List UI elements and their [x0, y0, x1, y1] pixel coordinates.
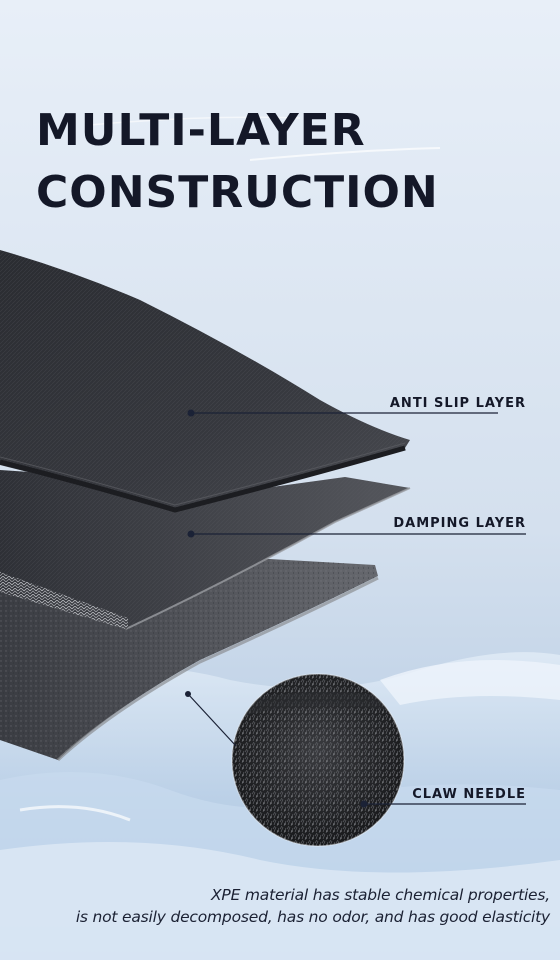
page-title: MULTI-LAYER CONSTRUCTION	[36, 100, 439, 224]
pointer-claw-needle	[185, 691, 526, 808]
label-damping-layer: DAMPING LAYER	[393, 516, 526, 531]
title-line-2: CONSTRUCTION	[36, 167, 439, 218]
anti-slip-layer	[0, 250, 410, 513]
label-anti-slip-layer: ANTI SLIP LAYER	[389, 396, 526, 411]
label-claw-needle: CLAW NEEDLE	[412, 787, 526, 802]
damping-layer	[0, 470, 411, 630]
caption-line-2: is not easily decomposed, has no odor, a…	[75, 908, 550, 926]
pointer-damping	[187, 530, 526, 538]
title-line-1: MULTI-LAYER	[36, 105, 366, 156]
caption-line-1: XPE material has stable chemical propert…	[211, 886, 550, 904]
product-caption: XPE material has stable chemical propert…	[76, 884, 550, 928]
pointer-anti-slip	[187, 409, 498, 417]
